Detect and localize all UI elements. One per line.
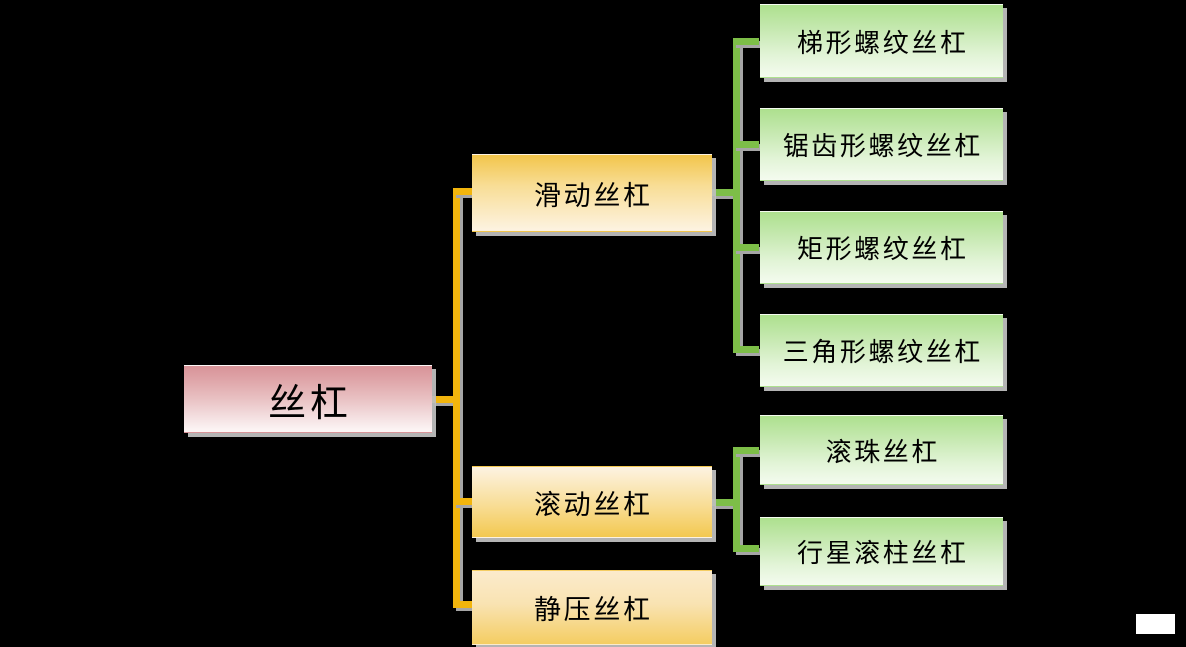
connector-green-arm-1a <box>733 38 762 48</box>
node-leaf-1-3[interactable]: 矩形螺纹丝杠 <box>760 211 1003 284</box>
connector-gold-arm-2 <box>453 498 478 508</box>
node-leaf-2-2-label: 行星滚柱丝杠 <box>796 539 969 568</box>
node-leaf-2-1-label: 滚珠丝杠 <box>825 437 940 467</box>
node-leaf-1-3-label: 矩形螺纹丝杠 <box>796 235 969 264</box>
node-branch-1-label: 滑动丝杠 <box>533 180 653 211</box>
node-branch-2-label: 滚动丝杠 <box>533 489 653 520</box>
connector-green-trunk-2 <box>733 447 743 555</box>
node-leaf-1-4-label: 三角形螺纹丝杠 <box>782 338 983 367</box>
connector-green-arm-2a <box>733 447 762 457</box>
node-branch-2[interactable]: 滚动丝杠 <box>472 466 712 538</box>
node-leaf-2-1[interactable]: 滚珠丝杠 <box>760 415 1003 485</box>
node-root-label: 丝杠 <box>268 382 352 425</box>
connector-green-stub-2 <box>712 499 743 509</box>
node-root[interactable]: 丝杠 <box>184 365 432 433</box>
node-leaf-1-1-label: 梯形螺纹丝杠 <box>796 28 969 58</box>
connector-gold-arm-1 <box>453 188 478 198</box>
node-leaf-1-4[interactable]: 三角形螺纹丝杠 <box>760 314 1003 387</box>
corner-artifact <box>1136 614 1175 634</box>
connector-green-arm-1b <box>733 141 762 151</box>
connector-green-stub-1 <box>712 189 743 199</box>
node-leaf-1-1[interactable]: 梯形螺纹丝杠 <box>760 4 1003 78</box>
connector-green-arm-1c <box>733 244 762 254</box>
node-branch-1[interactable]: 滑动丝杠 <box>472 154 712 232</box>
connector-gold-trunk <box>453 188 463 611</box>
connector-root-stub <box>432 396 463 406</box>
node-leaf-2-2[interactable]: 行星滚柱丝杠 <box>760 517 1003 586</box>
node-leaf-1-2[interactable]: 锯齿形螺纹丝杠 <box>760 108 1003 181</box>
node-branch-3[interactable]: 静压丝杠 <box>472 570 712 645</box>
connector-green-arm-2b <box>733 545 762 555</box>
connector-gold-arm-3 <box>453 601 478 611</box>
node-branch-3-label: 静压丝杠 <box>533 595 653 625</box>
connector-green-arm-1d <box>733 346 762 356</box>
connector-green-trunk-1 <box>733 38 743 356</box>
node-leaf-1-2-label: 锯齿形螺纹丝杠 <box>782 132 983 161</box>
